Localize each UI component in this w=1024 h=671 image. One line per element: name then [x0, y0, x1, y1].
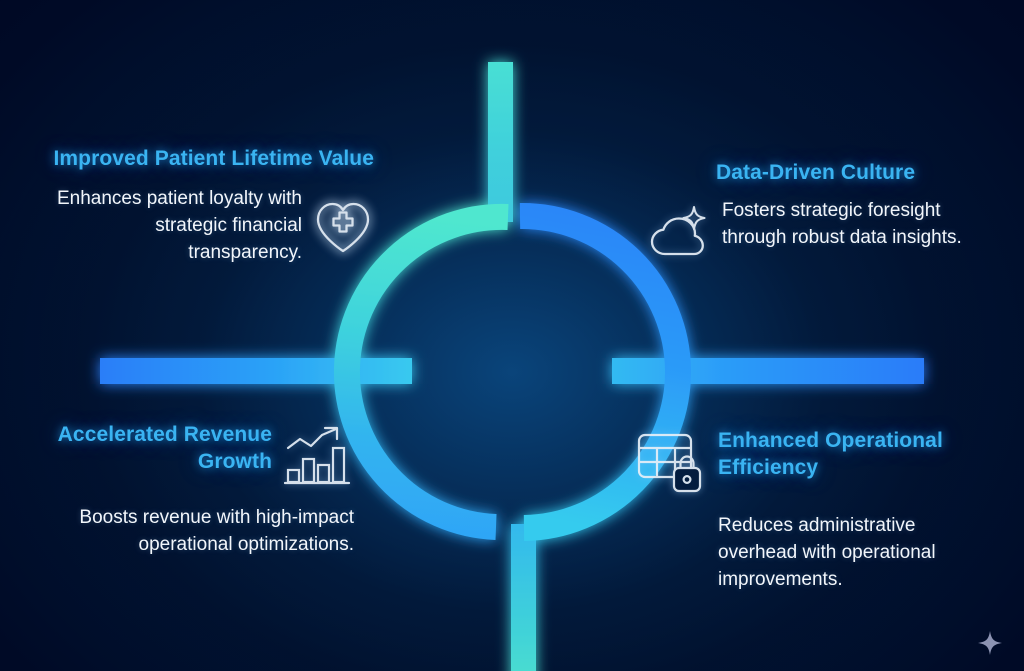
quadrant-data-driven-culture: Data-Driven Culture Fosters strategic fo… — [648, 160, 978, 267]
quadrant-improved-patient-lifetime-value: Improved Patient Lifetime Value Enhances… — [44, 146, 374, 267]
bar-chart-growth-arrow-icon — [283, 426, 354, 491]
connector-stem-bottom — [511, 524, 536, 671]
quadrant-body: Fosters strategic foresight through robu… — [722, 199, 962, 248]
cloud-sparkle-icon — [648, 204, 710, 267]
quadrant-content-row: Enhances patient loyalty with strategic … — [44, 186, 374, 267]
quadrant-title: Enhanced Operational Efficiency — [718, 429, 943, 479]
quadrant-title-row: Enhanced Operational Efficiency — [636, 428, 966, 501]
ring-arc-left — [333, 203, 509, 540]
quadrant-title: Accelerated Revenue Growth — [57, 423, 272, 473]
connector-bar-left — [100, 358, 412, 384]
quadrant-title-row: Accelerated Revenue Growth — [24, 422, 354, 491]
heart-medical-cross-icon — [312, 198, 374, 261]
table-lock-icon — [636, 430, 706, 501]
quadrant-content-row: Fosters strategic foresight through robu… — [648, 198, 978, 267]
quadrant-title: Improved Patient Lifetime Value — [53, 147, 374, 170]
quadrant-title: Data-Driven Culture — [716, 161, 916, 184]
quadrant-enhanced-operational-efficiency: Enhanced Operational Efficiency Reduces … — [636, 428, 966, 594]
quadrant-body: Enhances patient loyalty with strategic … — [56, 187, 302, 263]
quadrant-body: Boosts revenue with high-impact operatio… — [79, 507, 354, 555]
quadrant-accelerated-revenue-growth: Accelerated Revenue Growth Boosts revenu… — [24, 422, 354, 559]
ring-arc-right — [519, 202, 691, 541]
connector-stem-top — [488, 62, 513, 222]
connector-bar-right — [612, 358, 924, 384]
sparkle-icon — [978, 631, 1002, 655]
quadrant-body: Reduces administrative overhead with ope… — [718, 515, 936, 590]
